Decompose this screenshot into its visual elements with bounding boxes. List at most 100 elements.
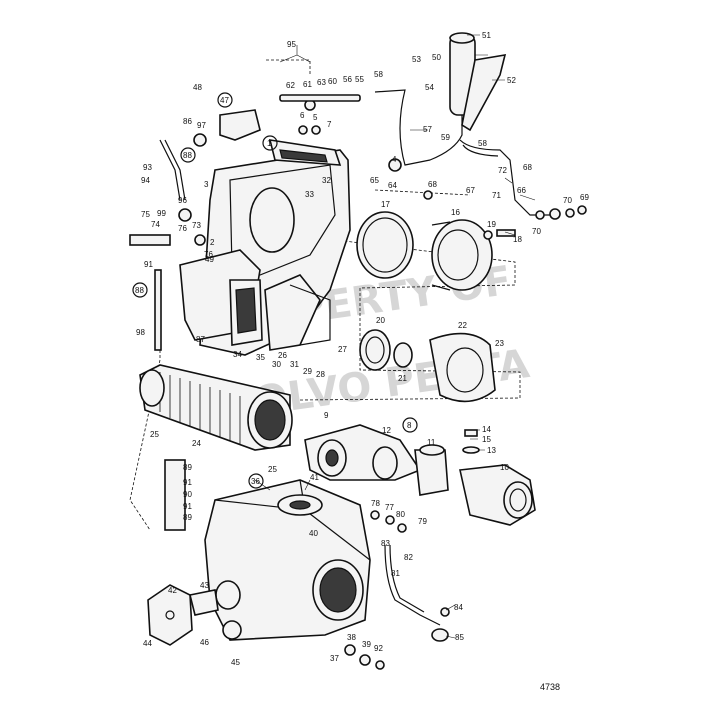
callout-12: 12 — [382, 426, 391, 435]
reservoir — [374, 32, 507, 166]
callout-52: 52 — [507, 76, 516, 85]
callout-65: 65 — [370, 176, 379, 185]
callout-24: 24 — [192, 439, 201, 448]
callout-50: 50 — [432, 53, 441, 62]
callout-46: 46 — [200, 638, 209, 647]
universal-joint — [304, 424, 536, 526]
callout-71: 71 — [492, 191, 501, 200]
callout-72: 72 — [498, 166, 507, 175]
callout-76-left: 76 — [178, 224, 187, 233]
callout-31: 31 — [290, 360, 299, 369]
callout-89-bottom: 89 — [183, 513, 192, 522]
callout-3: 3 — [204, 180, 209, 189]
callout-97: 97 — [197, 121, 206, 130]
callout-89-top: 89 — [183, 463, 192, 472]
callout-34: 34 — [233, 350, 242, 359]
callout-78: 78 — [371, 499, 380, 508]
callout-6: 6 — [300, 111, 305, 120]
callout-98: 98 — [136, 328, 145, 337]
callout-numbers: 2 3 4 5 6 7 9 10 11 12 13 14 15 16 17 18… — [136, 31, 589, 667]
callout-7: 7 — [327, 120, 332, 129]
callout-84: 84 — [454, 603, 463, 612]
circled-label-1: 1 — [267, 139, 272, 148]
callout-23: 23 — [495, 339, 504, 348]
callout-55: 55 — [355, 75, 364, 84]
callout-75: 75 — [141, 210, 150, 219]
lower-housing — [204, 479, 371, 641]
callout-48: 48 — [193, 83, 202, 92]
callout-90: 90 — [183, 490, 192, 499]
callout-59: 59 — [441, 133, 450, 142]
callout-81: 81 — [391, 569, 400, 578]
callout-96: 96 — [178, 196, 187, 205]
drawing-number: 4738 — [540, 682, 560, 692]
callout-91-a: 91 — [183, 478, 192, 487]
callout-91-c: 91 — [144, 260, 153, 269]
callout-11: 11 — [427, 438, 436, 447]
callout-18: 18 — [513, 235, 522, 244]
callout-4: 4 — [392, 155, 397, 164]
callout-94: 94 — [141, 176, 150, 185]
callout-61: 61 — [303, 80, 312, 89]
callout-77: 77 — [385, 503, 394, 512]
callout-27: 27 — [338, 345, 347, 354]
callout-39: 39 — [362, 640, 371, 649]
callout-45: 45 — [231, 658, 240, 667]
callout-56: 56 — [343, 75, 352, 84]
fittings — [129, 94, 587, 670]
callout-83: 83 — [381, 539, 390, 548]
circled-label-88-top: 88 — [183, 151, 192, 160]
callout-22: 22 — [458, 321, 467, 330]
callout-93: 93 — [143, 163, 152, 172]
callout-33: 33 — [305, 190, 314, 199]
circled-labels: 1 8 36 47 88 88 — [132, 92, 418, 489]
callout-25-left: 25 — [150, 430, 159, 439]
callout-21: 21 — [398, 374, 407, 383]
circled-label-8: 8 — [407, 421, 412, 430]
callout-53: 53 — [412, 55, 421, 64]
upper-housing — [179, 139, 351, 356]
callout-95: 95 — [287, 40, 296, 49]
callout-70-top: 70 — [563, 196, 572, 205]
callout-14: 14 — [482, 425, 491, 434]
callout-37: 37 — [330, 654, 339, 663]
circled-label-47: 47 — [220, 96, 229, 105]
callout-44: 44 — [143, 639, 152, 648]
callout-30: 30 — [272, 360, 281, 369]
callout-17: 17 — [381, 200, 390, 209]
callout-9: 9 — [324, 411, 329, 420]
callout-42: 42 — [168, 586, 177, 595]
callout-15: 15 — [482, 435, 491, 444]
callout-58-right: 58 — [478, 139, 487, 148]
callout-62: 62 — [286, 81, 295, 90]
callout-80: 80 — [396, 510, 405, 519]
callout-57: 57 — [423, 125, 432, 134]
callout-38: 38 — [347, 633, 356, 642]
callout-29: 29 — [303, 367, 312, 376]
callout-35: 35 — [256, 353, 265, 362]
callout-82: 82 — [404, 553, 413, 562]
callout-16: 16 — [451, 208, 460, 217]
callout-69: 69 — [580, 193, 589, 202]
callout-92: 92 — [374, 644, 383, 653]
callout-79: 79 — [418, 517, 427, 526]
callout-2: 2 — [210, 238, 215, 247]
callout-leaders — [254, 34, 536, 639]
callout-51: 51 — [482, 31, 491, 40]
callout-43: 43 — [200, 581, 209, 590]
callout-68-mid: 68 — [428, 180, 437, 189]
callout-28: 28 — [316, 370, 325, 379]
callout-91-b: 91 — [183, 502, 192, 511]
callout-73: 73 — [192, 221, 201, 230]
callout-64: 64 — [388, 181, 397, 190]
bellows — [139, 364, 293, 451]
callout-26: 26 — [278, 351, 287, 360]
callout-67: 67 — [466, 186, 475, 195]
callout-68-right: 68 — [523, 163, 532, 172]
callout-32: 32 — [322, 176, 331, 185]
circled-label-36: 36 — [251, 477, 260, 486]
callout-5: 5 — [313, 113, 318, 122]
seal-rings — [356, 211, 496, 403]
callout-70-bottom: 70 — [532, 227, 541, 236]
callout-41: 41 — [310, 473, 319, 482]
